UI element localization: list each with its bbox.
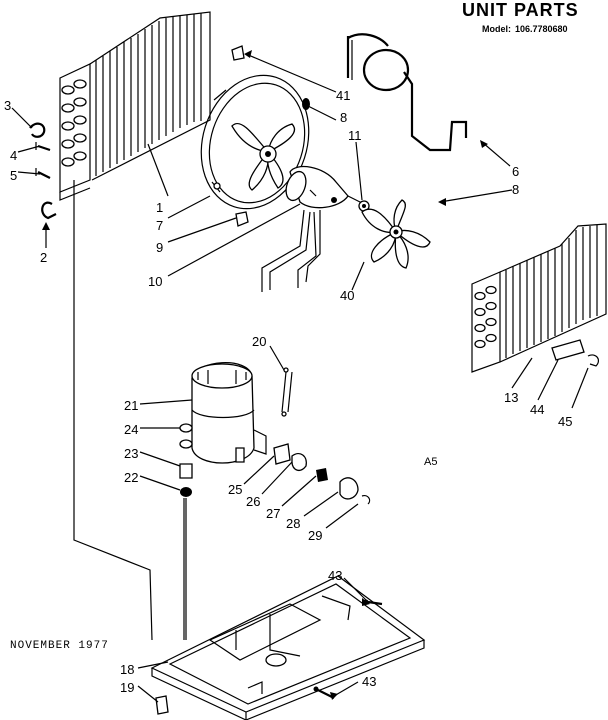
blower-wheel — [231, 122, 296, 191]
callout-5: 5 — [10, 168, 17, 183]
callout-29: 29 — [308, 528, 322, 543]
callout-2: 2 — [40, 250, 47, 265]
part-9-clip — [235, 211, 249, 227]
date-stamp: NOVEMBER 1977 — [10, 640, 109, 652]
callout-41: 41 — [336, 88, 350, 103]
motor-wires — [261, 209, 321, 292]
callout-10: 10 — [148, 274, 162, 289]
callout-25: 25 — [228, 482, 242, 497]
fan-motor — [285, 165, 365, 209]
callout-6: 6 — [512, 164, 519, 179]
callout-27: 27 — [266, 506, 280, 521]
callout-7: 7 — [156, 218, 163, 233]
callout-8-lower: 8 — [512, 182, 519, 197]
model-number: 106.7780680 — [515, 24, 568, 34]
model-line: Model: 106.7780680 — [482, 24, 572, 34]
callout-40: 40 — [340, 288, 354, 303]
callout-3: 3 — [4, 98, 11, 113]
callout-21: 21 — [124, 398, 138, 413]
callout-19: 19 — [120, 680, 134, 695]
callout-45: 45 — [558, 414, 572, 429]
callout-23: 23 — [124, 446, 138, 461]
callout-9: 9 — [156, 240, 163, 255]
compressor — [191, 362, 267, 464]
callout-4: 4 — [10, 148, 17, 163]
fan-shroud — [200, 74, 310, 210]
part-41-bracket — [231, 45, 245, 61]
callout-1: 1 — [156, 200, 163, 215]
callout-43-lower: 43 — [362, 674, 376, 689]
evaporator-coil — [471, 223, 607, 373]
callout-24: 24 — [124, 422, 138, 437]
figure-code: A5 — [424, 456, 438, 468]
callout-22: 22 — [124, 470, 138, 485]
callout-44: 44 — [530, 402, 544, 417]
part-4-5-screws — [35, 142, 51, 179]
parts-25-29-overload — [273, 443, 371, 505]
callout-13: 13 — [504, 390, 518, 405]
part-2-clip — [41, 201, 57, 220]
part-45-clip — [587, 354, 600, 367]
callout-numbers: 3 4 5 2 1 7 9 10 41 8 11 6 8 40 13 44 45… — [4, 88, 572, 695]
callout-43-upper: 43 — [328, 568, 342, 583]
callout-8-upper: 8 — [340, 110, 347, 125]
callout-11: 11 — [348, 128, 362, 143]
callout-28: 28 — [286, 516, 300, 531]
part-44-thermostat-bulb — [551, 339, 585, 361]
leader-lines — [11, 53, 589, 703]
capillary-tube — [346, 33, 468, 152]
part-20-wire — [281, 367, 293, 417]
part-3-fitting — [29, 122, 46, 138]
part-19-leg — [155, 695, 169, 715]
evaporator-fan — [361, 199, 431, 269]
callout-18: 18 — [120, 662, 134, 677]
arrow-heads — [42, 50, 488, 700]
base-pan — [150, 575, 426, 720]
model-label: Model: — [482, 24, 511, 34]
condenser-coil — [59, 11, 211, 201]
part-8-nut-upper — [302, 98, 310, 110]
callout-26: 26 — [246, 494, 260, 509]
connecting-line — [73, 180, 187, 641]
parts-22-24-grommets — [179, 423, 193, 497]
page-title: UNIT PARTS — [462, 0, 579, 20]
callout-20: 20 — [252, 334, 266, 349]
